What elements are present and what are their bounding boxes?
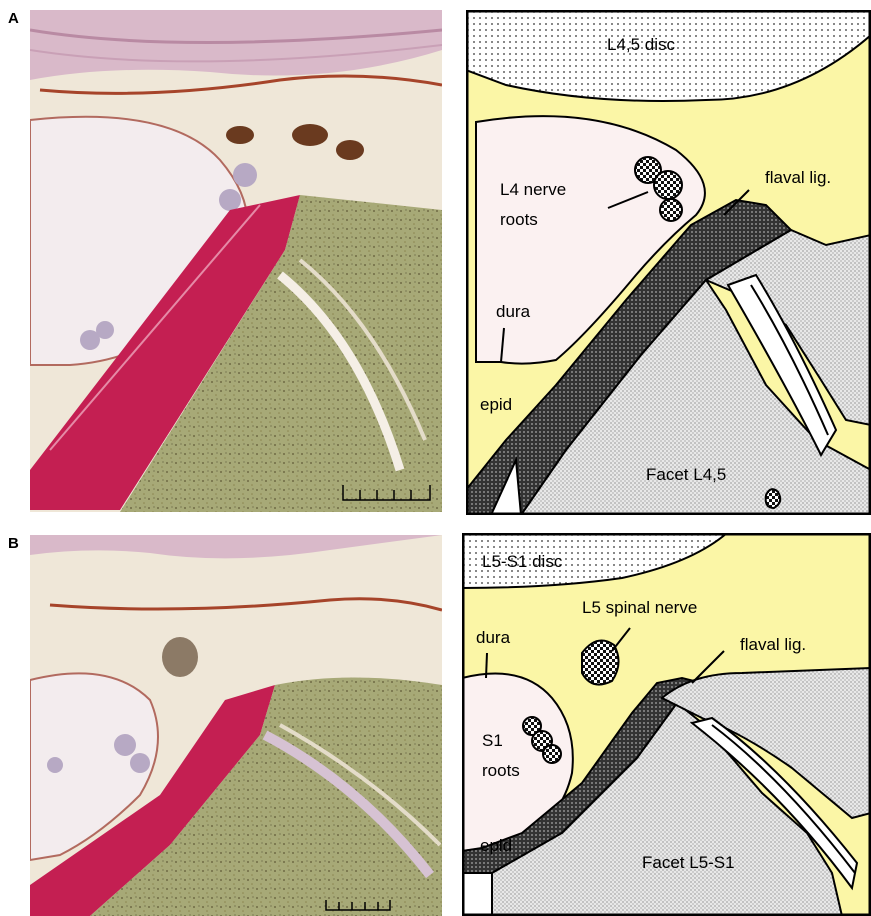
label-dura-b: dura (476, 628, 511, 647)
label-flaval-b: flaval lig. (740, 635, 806, 654)
label-dura-a: dura (496, 302, 531, 321)
panel-a-diagram: L4,5 disc L4 nerve roots flaval lig. dur… (466, 10, 871, 515)
panel-b-diagram: L5-S1 disc L5 spinal nerve flaval lig. d… (462, 533, 871, 916)
s1-root-3 (543, 745, 561, 763)
small-artifact-a (766, 489, 781, 508)
nerve-root-a3 (660, 199, 682, 221)
nerve-root-a2 (654, 171, 682, 199)
label-spinal-nerve-b: L5 spinal nerve (582, 598, 697, 617)
panel-a-label: A (8, 10, 19, 27)
label-s1-line2: roots (482, 761, 520, 780)
label-s1-line1: S1 (482, 731, 503, 750)
label-disc-a: L4,5 disc (607, 35, 676, 54)
spinal-nerve-b (582, 641, 619, 685)
panel-a-histology (30, 10, 442, 512)
panel-b-label: B (8, 535, 19, 552)
label-epid-b: epid (480, 836, 512, 855)
label-facet-a: Facet L4,5 (646, 465, 726, 484)
panel-b-histology (30, 535, 442, 916)
label-nerve-a-line1: L4 nerve (500, 180, 566, 199)
label-flaval-a: flaval lig. (765, 168, 831, 187)
label-disc-b: L5-S1 disc (482, 552, 563, 571)
label-facet-b: Facet L5-S1 (642, 853, 735, 872)
label-epid-a: epid (480, 395, 512, 414)
label-nerve-a-line2: roots (500, 210, 538, 229)
